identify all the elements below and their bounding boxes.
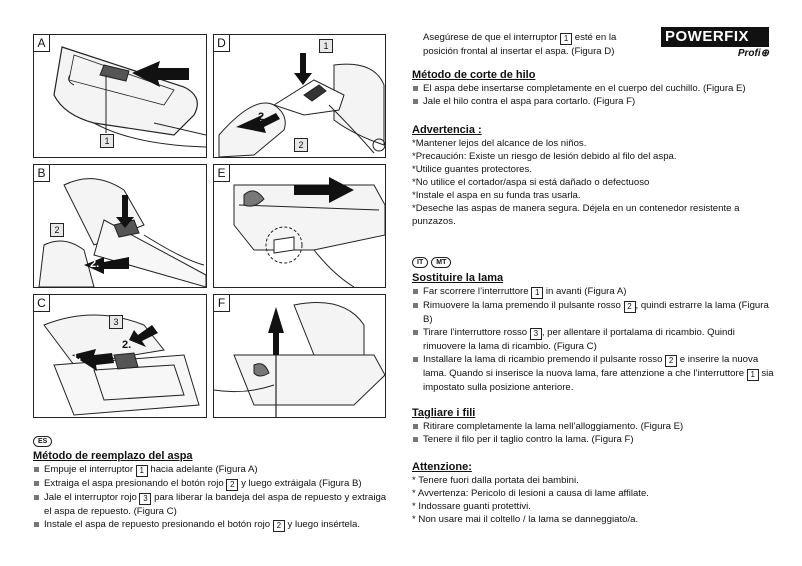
list-item: *Mantener lejos del alcance de los niños… (412, 138, 587, 149)
es-title: Método de reemplazo del aspa (33, 450, 193, 462)
brand-name: POWERFIX (661, 27, 769, 47)
warning-section: Advertencia : *Mantener lejos del alcanc… (412, 123, 777, 228)
figure-b: B 2 2. (33, 164, 207, 288)
figure-letter: B (34, 165, 50, 182)
figure-c: C 3 1. 2. (33, 294, 207, 418)
list-item: Tenere il filo per il taglio contro la l… (412, 433, 777, 446)
figure-letter: C (34, 295, 50, 312)
arrow-label: 2. (90, 258, 100, 270)
es-badge-row: ES (33, 434, 393, 447)
list-item: El aspa debe insertarse completamente en… (412, 82, 777, 95)
figure-f-illustration (214, 302, 385, 417)
list-item: *No utilice el cortador/aspa si está dañ… (412, 177, 650, 188)
figure-b-illustration (38, 178, 206, 287)
arrow-label: 2. (122, 339, 132, 351)
it-warning-section: Attenzione: * Tenere fuori dalla portata… (412, 460, 777, 526)
callout-number: 1 (100, 134, 114, 148)
list-item: * Non usare mai il coltello / la lama se… (412, 514, 639, 525)
it-threads-section: Tagliare i fili Ritirare completamente l… (412, 406, 777, 446)
list-item: Instale el aspa de repuesto presionando … (33, 518, 393, 532)
list-item: * Tenere fuori dalla portata dei bambini… (412, 475, 579, 486)
brand-sub: Profi⊕ (737, 48, 769, 59)
es-section: ES Método de reemplazo del aspa Empuje e… (33, 434, 393, 532)
es-list: Empuje el interruptor 1 hacia adelante (… (33, 463, 393, 532)
list-item: Jale el interruptor rojo 3 para liberar … (33, 491, 393, 518)
list-item: Ritirare completamente la lama nell’allo… (412, 420, 777, 433)
list-item: *Instale el aspa en su funda tras usarla… (412, 190, 581, 201)
language-badge: ES (33, 436, 53, 447)
section-title: Sostituire la lama (412, 272, 504, 284)
list-item: Extraiga el aspa presionando el botón ro… (33, 477, 393, 491)
callout-number: 1 (319, 39, 333, 53)
list-item: Rimuovere la lama premendo il pulsante r… (412, 299, 777, 326)
list-item: Empuje el interruptor 1 hacia adelante (… (33, 463, 393, 477)
list-item: *Precaución: Existe un riesgo de lesión … (412, 151, 677, 162)
list-item: Tirare l’interruttore rosso 3, per allen… (412, 326, 777, 353)
section-title: Attenzione: (412, 461, 472, 473)
figure-letter: D (214, 35, 230, 52)
figure-f: F (213, 294, 386, 418)
figure-letter: F (214, 295, 230, 312)
figure-letter: A (34, 35, 50, 52)
it-blade-section: Sostituire la lama Far scorrere l’interr… (412, 271, 777, 394)
figure-e-illustration (233, 177, 385, 287)
thread-section: Método de corte de hilo El aspa debe ins… (412, 68, 777, 108)
list-item: *Utilice guantes protectores. (412, 164, 532, 175)
callout-number: 3 (109, 315, 123, 329)
section-title: Advertencia : (412, 124, 482, 136)
list-item: *Deseche las aspas de manera segura. Déj… (412, 203, 740, 227)
arrow-label: 1. (72, 351, 82, 363)
section-title: Tagliare i fili (412, 407, 476, 419)
arrow-label: 2. (258, 111, 268, 123)
list-item: Installare la lama di ricambio premendo … (412, 353, 777, 394)
figure-d-illustration (218, 53, 385, 157)
right-intro: Asegúrese de que el interruptor 1 esté e… (423, 32, 617, 57)
figure-a: A 1 (33, 34, 207, 158)
powerfix-logo: POWERFIX Profi⊕ (661, 27, 769, 59)
figure-d: D 1 2 2. (213, 34, 386, 158)
list-item: Far scorrere l’interruttore 1 in avanti … (412, 285, 777, 299)
figure-e: E (213, 164, 386, 288)
section-title: Método de corte de hilo (412, 69, 536, 81)
callout-number: 2 (294, 138, 308, 152)
figure-a-illustration (53, 46, 206, 148)
language-badge: MT (431, 257, 452, 268)
list-item: Jale el hilo contra el aspa para cortarl… (412, 95, 777, 108)
figure-letter: E (214, 165, 230, 182)
language-badge: IT (412, 257, 429, 268)
figure-c-illustration (43, 314, 200, 416)
callout-number: 2 (50, 223, 64, 237)
list-item: * Indossare guanti protettivi. (412, 501, 531, 512)
list-item: * Avvertenza: Pericolo di lesioni a caus… (412, 488, 649, 499)
